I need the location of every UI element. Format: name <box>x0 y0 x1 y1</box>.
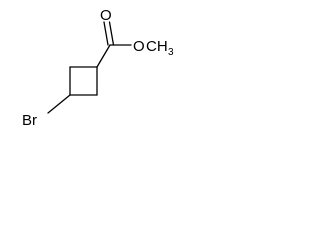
carbonyl-double-bond-1 <box>103 21 109 46</box>
methyl-label: CH <box>146 38 168 55</box>
c-br-bond <box>47 94 71 114</box>
ring-carbonyl-bond <box>96 44 111 68</box>
methyl-subscript-label: 3 <box>168 47 174 58</box>
ester-oxygen-label: O <box>133 38 145 55</box>
bromine-label: Br <box>22 112 37 129</box>
structure-diagram: O O CH 3 Br <box>0 0 190 142</box>
carbonyl-double-bond-2 <box>108 21 115 46</box>
carbonyl-oxygen-label: O <box>100 7 112 24</box>
molecule-svg: O O CH 3 Br <box>22 7 174 129</box>
